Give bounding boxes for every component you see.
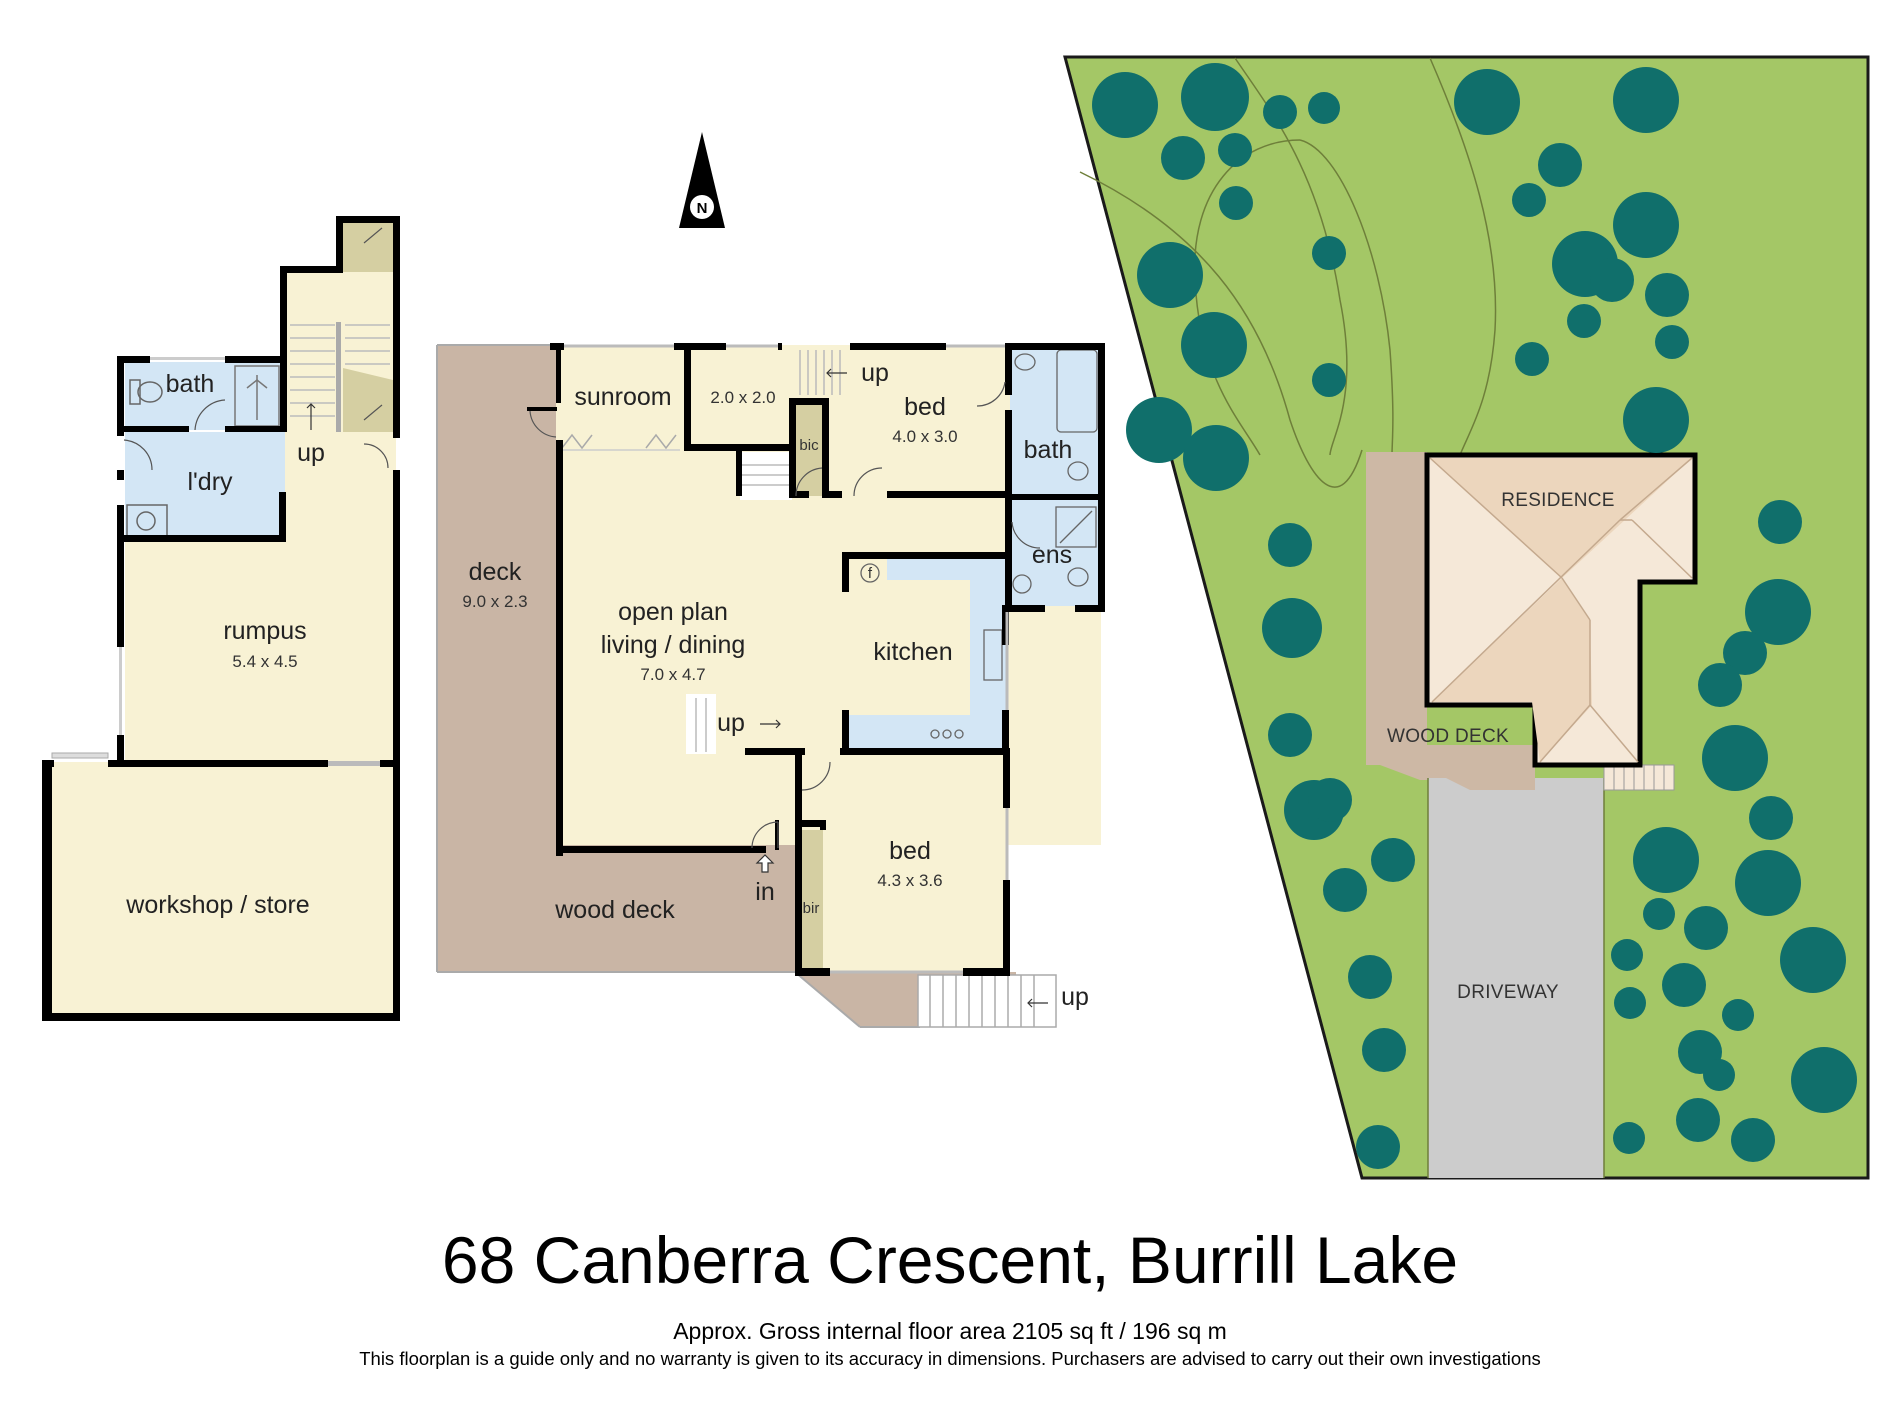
toilet-icon — [1067, 461, 1089, 481]
residence-label: RESIDENCE — [1501, 490, 1615, 511]
lower-level-plan: bath l'dry up rumpus 5.4 x 4.5 workshop … — [42, 216, 400, 1021]
site-wood-deck-label: WOOD DECK — [1387, 726, 1509, 747]
sunroom-label: sunroom — [574, 383, 671, 411]
living-label-2: living / dining — [601, 631, 746, 659]
basin-icon — [1014, 353, 1036, 371]
ens-basin-icon — [1012, 574, 1032, 594]
compass-label: N — [697, 200, 708, 217]
cooktop-icon — [930, 729, 964, 739]
bed2-label: bed — [889, 837, 931, 865]
fridge-icon — [860, 563, 880, 583]
deck-label: deck — [469, 558, 522, 586]
workshop-label: workshop / store — [125, 891, 309, 919]
bed1-dims: 4.0 x 3.0 — [892, 427, 957, 446]
sink-icon — [983, 629, 1003, 681]
fridge-label: f — [868, 565, 873, 582]
lower-stairs-up-label: up — [297, 439, 325, 467]
bic-label: bic — [799, 437, 819, 454]
rumpus-label: rumpus — [223, 617, 306, 645]
study-dims: 2.0 x 2.0 — [710, 388, 775, 407]
deck-dims: 9.0 x 2.3 — [462, 592, 527, 611]
main-level-plan: f — [436, 343, 1105, 1028]
driveway-label: DRIVEWAY — [1457, 982, 1559, 1003]
kitchen-label: kitchen — [873, 638, 952, 666]
ens-label: ens — [1032, 541, 1072, 569]
toilet-icon — [129, 379, 163, 405]
entry-label: in — [755, 878, 774, 906]
property-address-title: 68 Canberra Crescent, Burrill Lake — [441, 1223, 1459, 1297]
living-stairs-up-label: up — [717, 709, 745, 737]
bir-label: bir — [803, 900, 820, 917]
site-plan: RESIDENCE WOOD DECK DRIVEWAY — [1063, 55, 1870, 1180]
living-label-1: open plan — [618, 598, 728, 626]
tree-icons — [1092, 63, 1857, 1169]
rumpus-dims: 5.4 x 4.5 — [232, 652, 297, 671]
main-bath-label: bath — [1024, 436, 1073, 464]
outside-stairs-up-label: up — [1061, 983, 1089, 1011]
floor-area-text: Approx. Gross internal floor area 2105 s… — [673, 1318, 1227, 1344]
entry-arrow-icon — [755, 854, 775, 873]
disclaimer-text: This floorplan is a guide only and no wa… — [359, 1348, 1541, 1369]
living-dims: 7.0 x 4.7 — [640, 665, 705, 684]
top-stairs-up-label: up — [861, 359, 889, 387]
laundry-label: l'dry — [187, 468, 233, 496]
lower-bath-label: bath — [166, 370, 215, 398]
north-compass-icon: N — [679, 132, 725, 228]
wood-deck-label: wood deck — [554, 896, 675, 924]
bed1-label: bed — [904, 393, 946, 421]
bed2-dims: 4.3 x 3.6 — [877, 871, 942, 890]
